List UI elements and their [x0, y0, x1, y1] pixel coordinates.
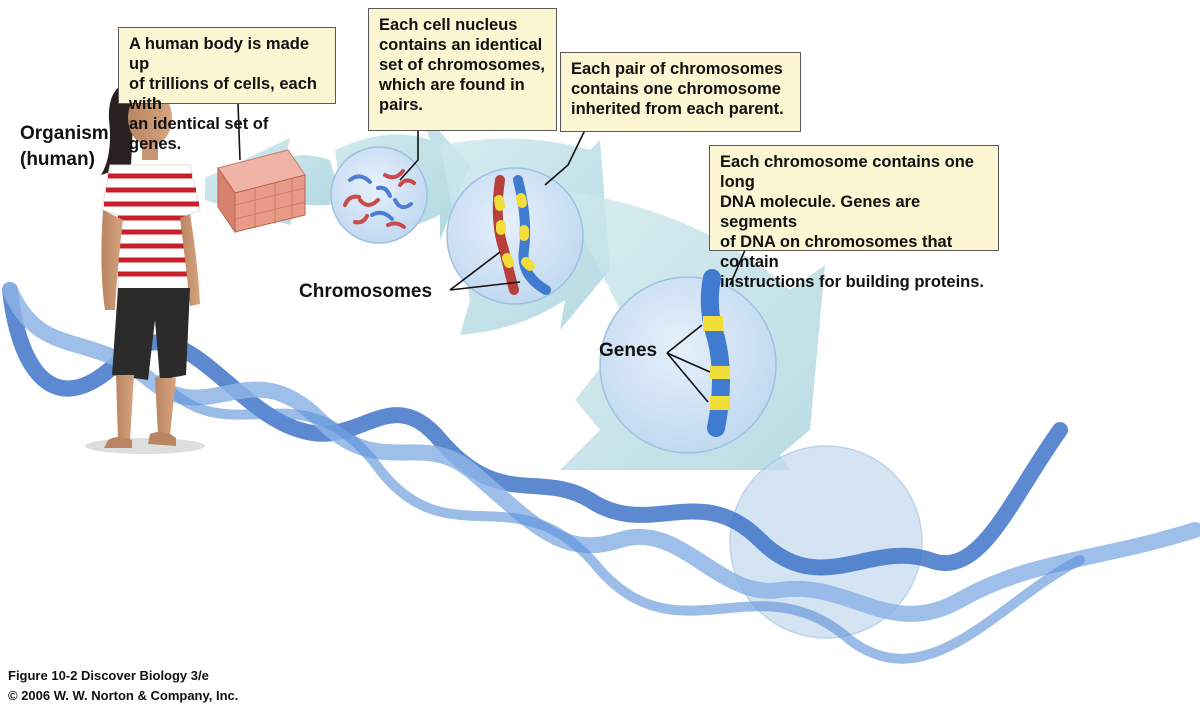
human-figure	[85, 80, 205, 454]
nucleus-circle	[330, 146, 428, 244]
organism-label: Organism (human)	[20, 123, 109, 170]
callout-chromosome-pair: Each pair of chromosomes contains one ch…	[560, 52, 801, 132]
copyright-credit: © 2006 W. W. Norton & Company, Inc.	[8, 688, 239, 703]
callout-chromosome-dna: Each chromosome contains one long DNA mo…	[709, 145, 999, 291]
callout-human-body: A human body is made up of trillions of …	[118, 27, 336, 153]
figure-credit: Figure 10-2 Discover Biology 3/e	[8, 668, 209, 683]
single-chromosome	[700, 269, 730, 437]
chromosome-pair	[492, 175, 551, 295]
chromosome-circle	[599, 276, 777, 454]
genes-label: Genes	[599, 340, 658, 361]
pointer-lines	[237, 102, 746, 403]
callout-cell-nucleus: Each cell nucleus contains an identical …	[368, 8, 557, 131]
chromosome-pair-circle	[446, 167, 584, 305]
cell-block	[217, 149, 306, 234]
chromosome-cluster	[343, 169, 416, 229]
chromosomes-label: Chromosomes	[299, 281, 433, 302]
